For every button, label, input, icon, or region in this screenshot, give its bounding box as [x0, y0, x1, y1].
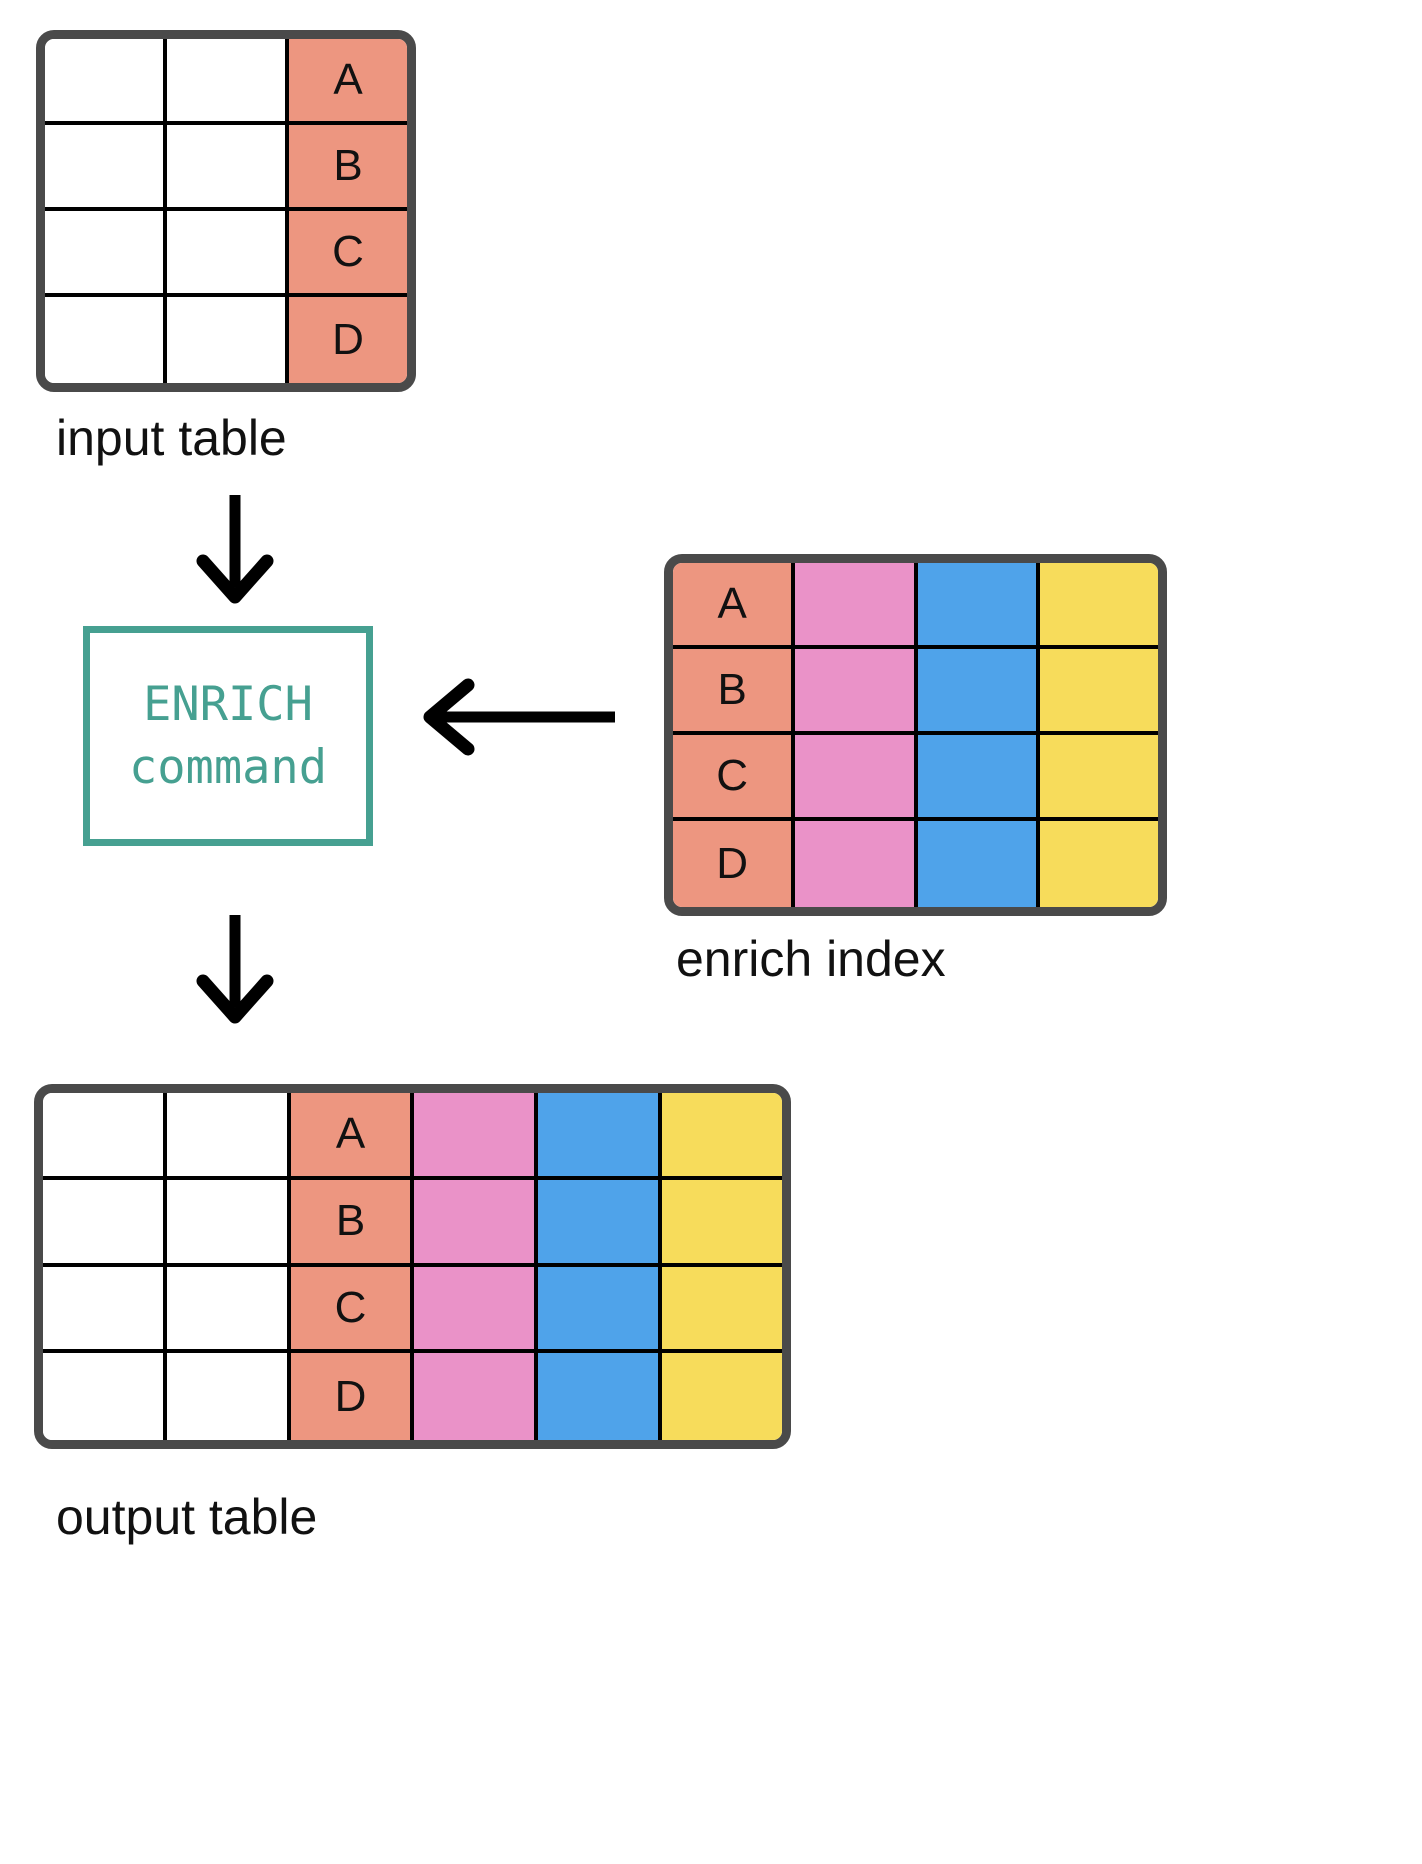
input-table: A B C D [36, 30, 416, 392]
table-cell-key: D [289, 297, 407, 383]
table-cell [414, 1266, 539, 1354]
table-cell-key: B [673, 649, 796, 735]
table-cell [917, 649, 1040, 735]
table-cell [43, 1093, 167, 1180]
table-cell [166, 1179, 291, 1267]
enrich-index-caption: enrich index [676, 931, 946, 987]
table-cell [167, 297, 289, 383]
table-cell [917, 735, 1040, 821]
table-row: A [673, 563, 1158, 649]
table-cell [795, 563, 918, 649]
table-cell [43, 1179, 167, 1267]
table-cell [414, 1353, 539, 1440]
table-cell-key: A [290, 1093, 415, 1180]
table-row: D [45, 297, 407, 383]
table-cell [167, 125, 289, 211]
table-cell [166, 1353, 291, 1440]
table-cell [662, 1353, 782, 1440]
input-table-caption: input table [56, 410, 287, 466]
table-cell [1039, 563, 1158, 649]
table-cell-key: D [673, 821, 796, 907]
arrow-index-to-command-icon [423, 678, 615, 756]
table-cell [538, 1266, 663, 1354]
table-row: C [45, 211, 407, 297]
table-cell [167, 211, 289, 297]
table-cell [45, 125, 167, 211]
table-cell [45, 297, 167, 383]
table-row: D [673, 821, 1158, 907]
table-cell-key: A [673, 563, 796, 649]
enrich-command-box[interactable]: ENRICH command [83, 626, 373, 846]
table-cell [662, 1179, 782, 1267]
enrich-command-line-1: ENRICH [143, 676, 313, 732]
table-cell [538, 1179, 663, 1267]
table-row: B [45, 125, 407, 211]
table-cell [795, 649, 918, 735]
table-cell-key: C [289, 211, 407, 297]
table-cell [662, 1266, 782, 1354]
table-cell [1039, 735, 1158, 821]
table-cell [662, 1093, 782, 1180]
table-cell [43, 1353, 167, 1440]
table-row: B [43, 1179, 782, 1267]
table-cell [538, 1093, 663, 1180]
enrich-index-table: A B C D [664, 554, 1167, 916]
table-cell-key: C [673, 735, 796, 821]
table-cell-key: A [289, 39, 407, 125]
table-cell [43, 1266, 167, 1354]
table-cell-key: C [290, 1266, 415, 1354]
table-cell-key: B [289, 125, 407, 211]
table-cell [166, 1093, 291, 1180]
table-cell [1039, 649, 1158, 735]
table-cell [414, 1093, 539, 1180]
output-table-caption: output table [56, 1489, 318, 1545]
table-cell [917, 563, 1040, 649]
table-cell [166, 1266, 291, 1354]
table-row: A [45, 39, 407, 125]
output-table: A B C D [34, 1084, 791, 1449]
table-row: C [673, 735, 1158, 821]
table-cell [167, 39, 289, 125]
table-cell [917, 821, 1040, 907]
table-cell [1039, 821, 1158, 907]
table-row: B [673, 649, 1158, 735]
enrich-command-line-2: command [128, 740, 328, 795]
table-row: A [43, 1093, 782, 1180]
table-cell [795, 735, 918, 821]
table-cell-key: D [290, 1353, 415, 1440]
table-row: D [43, 1353, 782, 1440]
table-cell [45, 39, 167, 125]
table-cell-key: B [290, 1179, 415, 1267]
table-cell [45, 211, 167, 297]
table-row: C [43, 1266, 782, 1354]
arrow-command-to-output-icon [196, 915, 274, 1024]
table-cell [414, 1179, 539, 1267]
table-cell [538, 1353, 663, 1440]
arrow-input-to-command-icon [196, 495, 274, 604]
table-cell [795, 821, 918, 907]
